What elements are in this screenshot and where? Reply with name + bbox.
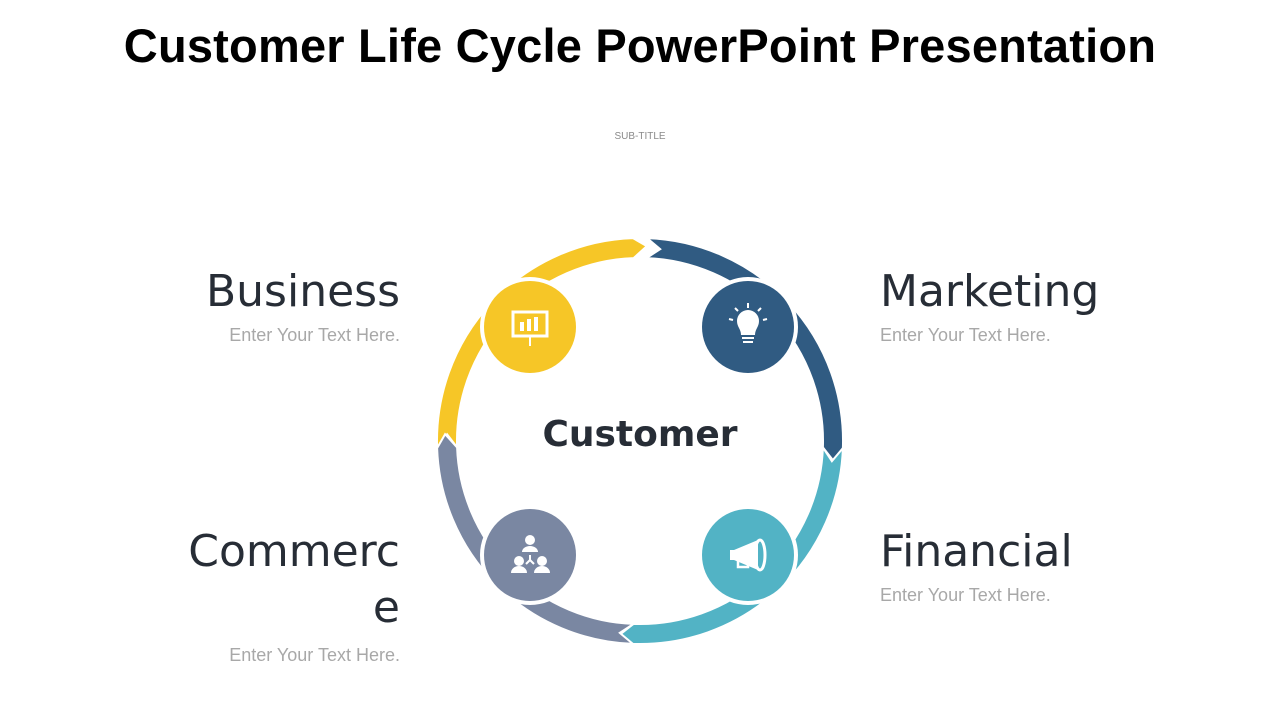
page-title: Customer Life Cycle PowerPoint Presentat… [123, 19, 1157, 72]
stage-title-marketing: Marketing [880, 266, 1100, 317]
stage-description-commerce: Enter Your Text Here. [229, 645, 400, 665]
stage-title-financial: Financial [880, 526, 1073, 577]
stage-description-financial: Enter Your Text Here. [880, 585, 1051, 605]
center-label: Customer [542, 414, 738, 455]
stage-node-commerce [480, 505, 580, 605]
stage-description-marketing: Enter Your Text Here. [880, 325, 1051, 345]
team-hierarchy-icon [511, 535, 550, 573]
stage-node-marketing [698, 277, 798, 377]
presentation-chart-icon [511, 310, 549, 346]
stage-title-commerce: Commerce [188, 526, 400, 633]
stage-description-business: Enter Your Text Here. [229, 325, 400, 345]
stage-node-financial [698, 505, 798, 605]
page-subtitle: SUB-TITLE [614, 131, 666, 142]
megaphone-icon [730, 538, 767, 572]
stage-title-business: Business [205, 266, 400, 317]
lightbulb-icon [728, 303, 768, 343]
stage-node-business [480, 277, 580, 377]
